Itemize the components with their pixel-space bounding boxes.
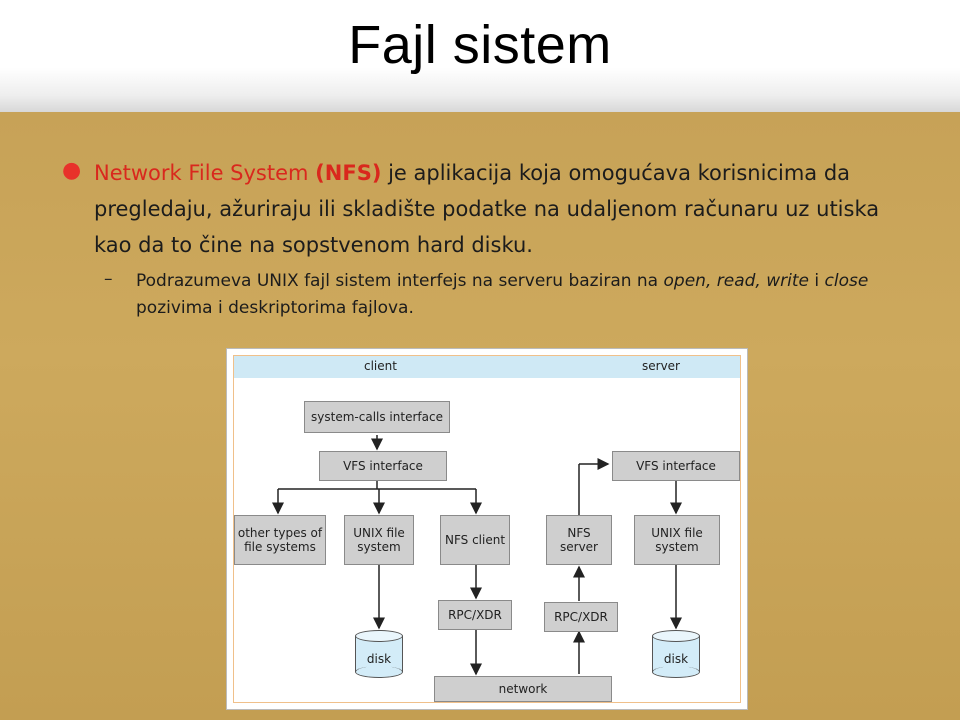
network-box: network xyxy=(434,676,612,702)
disk-client-icon: disk xyxy=(355,630,403,678)
nfs-server-box: NFS server xyxy=(546,515,612,565)
nfs-architecture-figure: client server xyxy=(226,348,748,710)
unix-fs-server-box: UNIX file system xyxy=(634,515,720,565)
sub-italic1: open, read, write xyxy=(663,271,809,291)
rpc-xdr-client-box: RPC/XDR xyxy=(438,600,512,630)
bullet-text: Network File System (NFS) je aplikacija … xyxy=(94,155,914,263)
slide-header: Fajl sistem xyxy=(0,0,960,112)
diagram-arrows xyxy=(272,435,682,676)
unix-fs-client-box: UNIX file system xyxy=(344,515,414,565)
nfs-client-box: NFS client xyxy=(440,515,510,565)
client-label: client xyxy=(364,359,397,373)
other-fs-box: other types of file systems xyxy=(234,515,326,565)
diagram-frame: client server xyxy=(233,355,741,703)
disk-server-label: disk xyxy=(663,652,689,666)
slide-title: Fajl sistem xyxy=(348,15,612,75)
vfs-interface-server-box: VFS interface xyxy=(612,451,740,481)
sub-part3: pozivima i deskriptorima fajlova. xyxy=(136,298,414,318)
sub-part2: i xyxy=(808,271,825,291)
disk-client-label: disk xyxy=(366,652,392,666)
sub-italic2: close xyxy=(824,271,869,291)
vfs-interface-client-box: VFS interface xyxy=(319,451,447,481)
sub-bullet-dash: – xyxy=(104,269,113,289)
rpc-xdr-server-box: RPC/XDR xyxy=(544,602,618,632)
nfs-abbr: (NFS) xyxy=(315,161,382,185)
nfs-term: Network File System xyxy=(94,161,309,185)
server-label: server xyxy=(642,359,680,373)
diagram-header: client server xyxy=(234,356,740,378)
syscalls-interface-box: system-calls interface xyxy=(304,401,450,433)
bullet-body: je aplikacija koja omogućava korisnicima… xyxy=(94,161,880,257)
disk-server-icon: disk xyxy=(652,630,700,678)
bullet-icon: ● xyxy=(62,158,82,183)
sub-part1: Podrazumeva UNIX fajl sistem interfejs n… xyxy=(136,271,664,291)
sub-bullet-text: Podrazumeva UNIX fajl sistem interfejs n… xyxy=(136,268,926,322)
